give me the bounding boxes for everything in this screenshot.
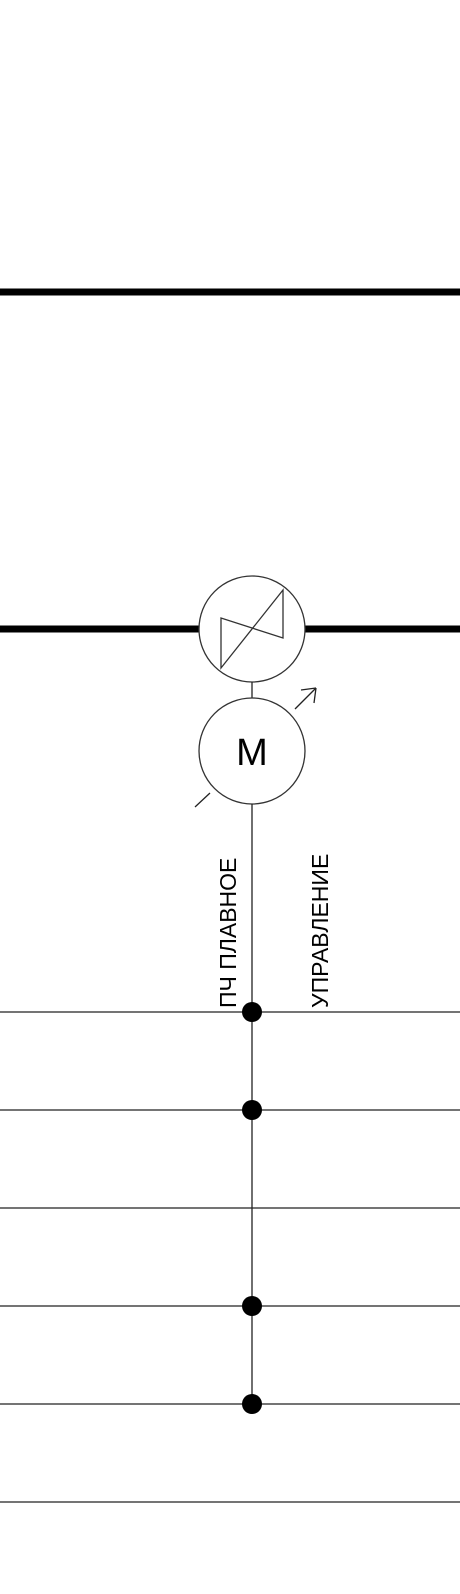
adjustable-arrow-icon — [194, 687, 317, 808]
junction-dot — [242, 1100, 262, 1120]
junction-dot — [242, 1296, 262, 1316]
butterfly-valve-icon — [198, 575, 306, 683]
junction-dot — [242, 1002, 262, 1022]
motor-icon: M — [198, 697, 306, 805]
junction-dots — [242, 1002, 262, 1414]
junction-dot — [242, 1394, 262, 1414]
label-left: ПЧ ПЛАВНОЕ — [215, 858, 241, 1008]
label-right: УПРАВЛЕНИЕ — [307, 854, 333, 1008]
bus-lines — [0, 1011, 460, 1503]
motor-letter: M — [236, 732, 268, 774]
